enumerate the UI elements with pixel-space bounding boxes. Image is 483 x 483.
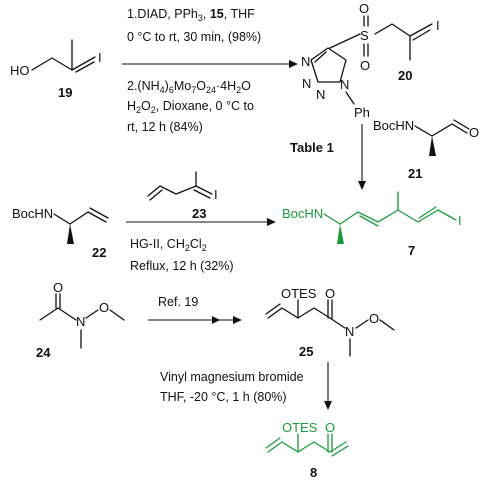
compound-number-20: 20 bbox=[398, 68, 412, 83]
sulfonyl-oxygen-top: O bbox=[359, 1, 369, 16]
condition-step1-line1: 1.DIAD, PPh3, 15, THF bbox=[127, 7, 255, 23]
compound-21: BocHN O 21 bbox=[373, 118, 479, 181]
arrow-25-to-8 bbox=[324, 362, 332, 410]
condition-metathesis-line2: Reflux, 12 h (32%) bbox=[130, 259, 234, 273]
sulfur-label: S bbox=[360, 28, 369, 43]
carbonyl-oxygen: O bbox=[53, 280, 63, 295]
compound-number-21: 21 bbox=[408, 166, 422, 181]
compound-20: N N N N Ph S O O I 20 bbox=[301, 1, 440, 120]
carbonyl-oxygen: O bbox=[325, 420, 335, 435]
compound-19: HO I 19 bbox=[10, 39, 102, 100]
arrow-19-to-20 bbox=[122, 60, 298, 68]
iodine-label: I bbox=[458, 213, 462, 228]
otes-label: OTES bbox=[281, 286, 317, 301]
condition-grignard-line1: Vinyl magnesium bromide bbox=[160, 370, 304, 384]
phenyl-label: Ph bbox=[354, 105, 370, 120]
boc-amine-label: BocHN bbox=[12, 206, 53, 221]
arrow-20-to-7 bbox=[358, 124, 366, 190]
boc-amine-label: BocHN bbox=[282, 206, 323, 221]
arrow-24-to-25 bbox=[148, 316, 242, 324]
condition-step2-line1: 2.(NH4)6Mo7O24·4H2O bbox=[127, 79, 251, 95]
sulfonyl-oxygen-bottom: O bbox=[360, 58, 370, 73]
condition-step2-line3: rt, 12 h (84%) bbox=[127, 120, 203, 134]
tetrazole-n2: N bbox=[302, 76, 311, 91]
amide-nitrogen: N bbox=[345, 324, 354, 339]
condition-step1-line2: 0 °C to rt, 30 min, (98%) bbox=[127, 30, 261, 44]
methoxy-oxygen: O bbox=[369, 311, 379, 326]
iodine-label: I bbox=[436, 18, 440, 33]
compound-23: I 23 bbox=[147, 171, 218, 221]
otes-label: OTES bbox=[282, 420, 318, 435]
condition-metathesis-line1: HG-II, CH2Cl2 bbox=[130, 237, 207, 253]
compound-24: O N O 24 bbox=[36, 280, 125, 360]
compound-number-19: 19 bbox=[58, 85, 72, 100]
compound-number-8: 8 bbox=[310, 465, 317, 480]
iodine-label: I bbox=[214, 187, 218, 202]
arrow-22-to-7 bbox=[126, 218, 276, 226]
hydroxyl-label: HO bbox=[10, 63, 30, 78]
amide-nitrogen: N bbox=[76, 314, 85, 329]
aldehyde-oxygen: O bbox=[469, 125, 479, 140]
compound-number-25: 25 bbox=[299, 344, 313, 359]
table-reference: Table 1 bbox=[290, 140, 334, 155]
boc-amine-label: BocHN bbox=[373, 118, 414, 133]
compound-number-24: 24 bbox=[36, 345, 51, 360]
condition-reference: Ref. 19 bbox=[158, 295, 198, 309]
compound-25: OTES O N O 25 bbox=[265, 286, 395, 359]
tetrazole-n4: N bbox=[340, 77, 349, 92]
compound-number-7: 7 bbox=[408, 243, 415, 258]
carbonyl-oxygen: O bbox=[325, 286, 335, 301]
tetrazole-n3: N bbox=[316, 87, 325, 102]
condition-grignard-line2: THF, -20 °C, 1 h (80%) bbox=[160, 390, 287, 404]
compound-number-23: 23 bbox=[192, 206, 206, 221]
condition-step2-line2: H2O2, Dioxane, 0 °C to bbox=[127, 99, 254, 115]
compound-number-22: 22 bbox=[92, 245, 106, 260]
methoxy-oxygen: O bbox=[99, 300, 109, 315]
compound-8: OTES O 8 bbox=[265, 420, 349, 480]
compound-22: BocHN 22 bbox=[12, 206, 109, 260]
tetrazole-n1: N bbox=[301, 54, 310, 69]
iodine-label: I bbox=[98, 50, 102, 65]
compound-7: BocHN I 7 bbox=[282, 191, 462, 258]
